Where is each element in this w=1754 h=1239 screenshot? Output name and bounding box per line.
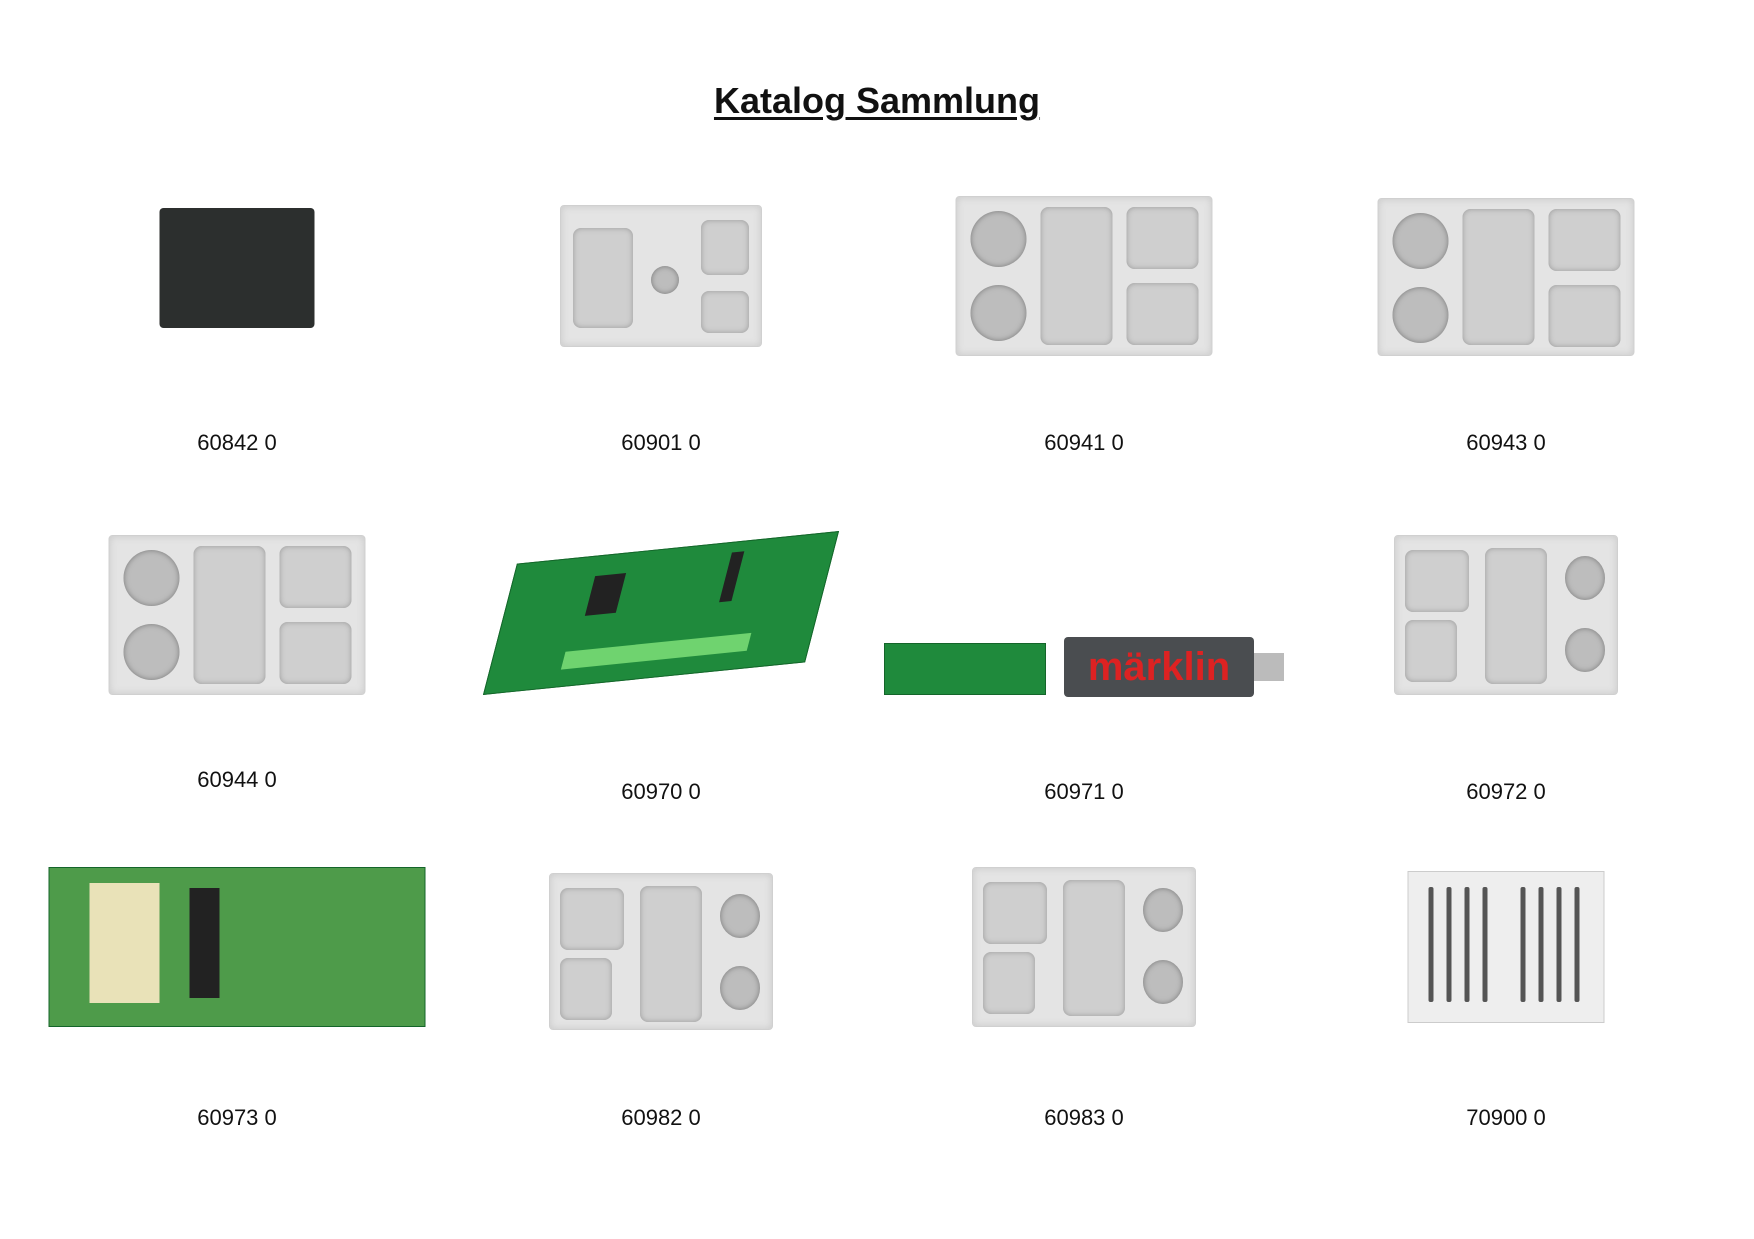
- article-number: 60970 0: [621, 779, 701, 804]
- product-image-usb-adapter: märklin: [884, 637, 1284, 697]
- product-image-tray: [108, 535, 366, 695]
- product-image-decoder: [159, 208, 315, 328]
- article-number: 60983 0: [1044, 1105, 1124, 1130]
- article-number: 60842 0: [197, 430, 277, 455]
- article-number: 70900 0: [1466, 1105, 1546, 1130]
- article-number: 60982 0: [621, 1105, 701, 1130]
- product-image-tray: [972, 867, 1196, 1027]
- article-number: 60943 0: [1466, 430, 1546, 455]
- page-title: Katalog Sammlung: [713, 80, 1041, 121]
- product-image-board: [482, 531, 840, 695]
- article-number: 60971 0: [1044, 779, 1124, 804]
- usb-brand-logo: märklin: [1064, 637, 1254, 697]
- product-image-board: [48, 867, 426, 1027]
- article-number: 60972 0: [1466, 779, 1546, 804]
- article-number: 60941 0: [1044, 430, 1124, 455]
- product-image-tray: [1377, 198, 1635, 356]
- product-image-screwdriver-set: [1407, 871, 1605, 1023]
- product-image-tray: [955, 196, 1213, 356]
- product-image-tray: [560, 205, 762, 347]
- article-number: 60973 0: [197, 1105, 277, 1130]
- article-number: 60944 0: [197, 767, 277, 792]
- product-image-tray: [549, 873, 773, 1030]
- article-number: 60901 0: [621, 430, 701, 455]
- product-image-tray: [1394, 535, 1618, 695]
